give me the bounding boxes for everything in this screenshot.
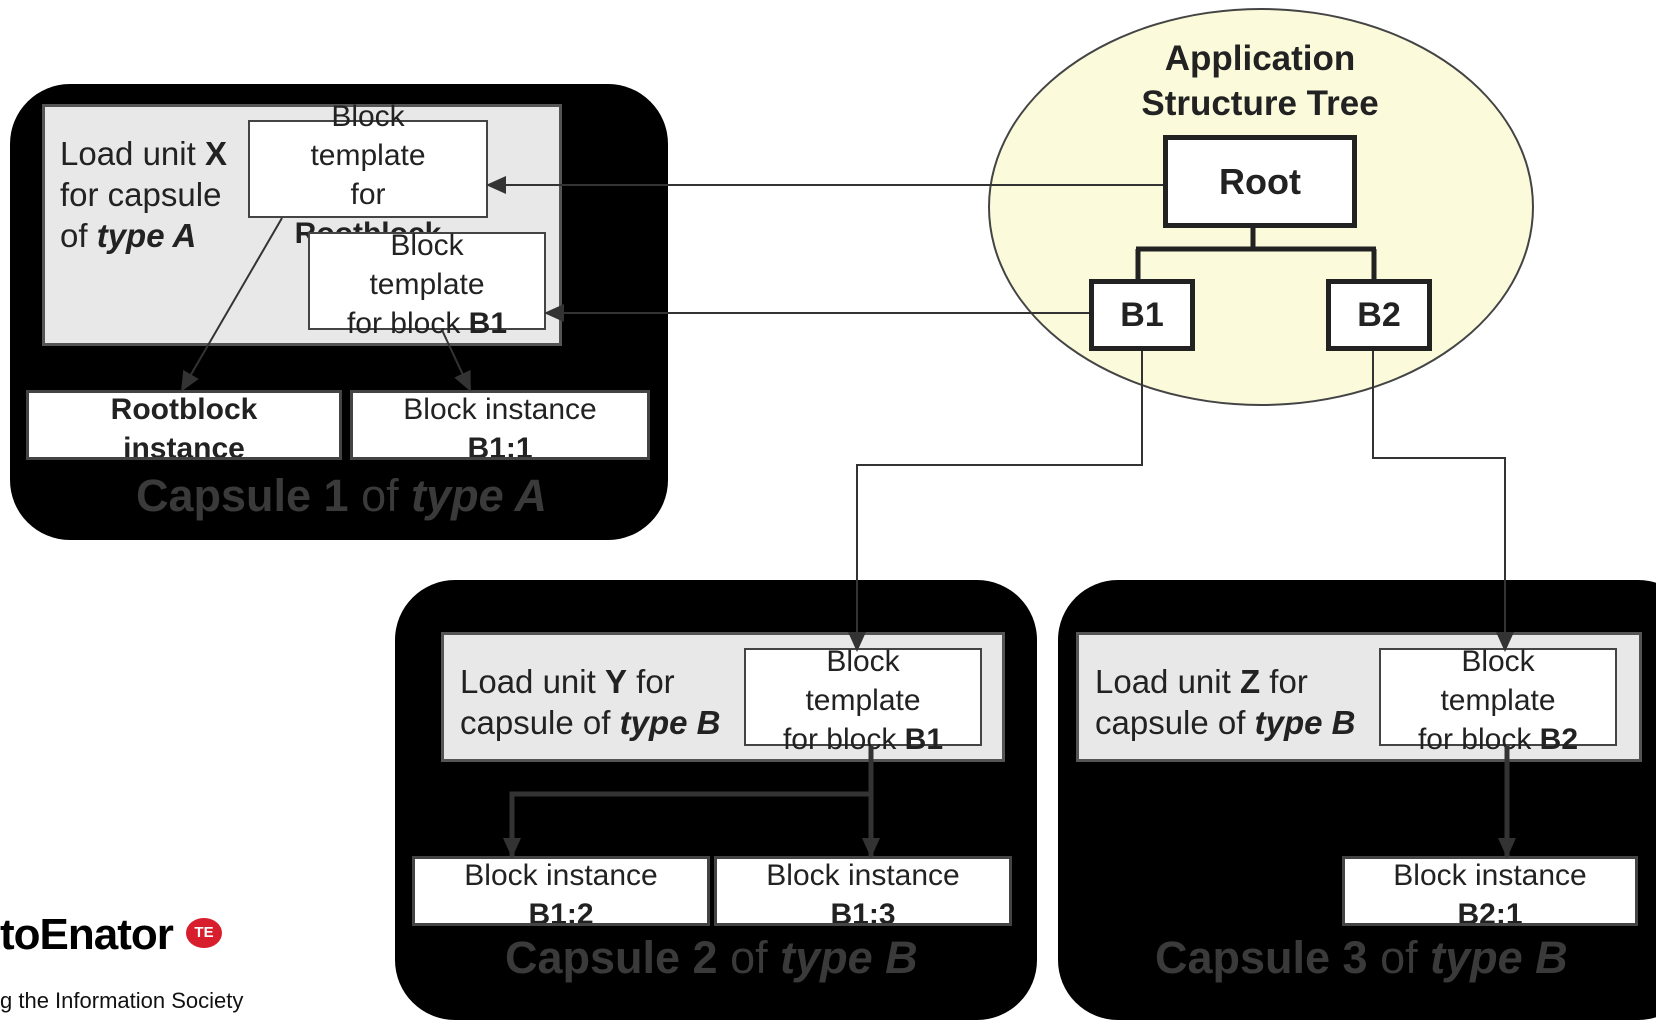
load-unit-x-label: Load unit X for capsule of type A: [60, 135, 227, 254]
tree-node-b1: B1: [1089, 279, 1195, 351]
capsule-2-label: Capsule 2 of type B: [505, 932, 918, 983]
rootblock-template: Block template for Rootblock: [248, 100, 488, 250]
block-instance-b1-1: Block instance B1:1: [350, 390, 650, 460]
capsule-3-label: Capsule 3 of type B: [1155, 932, 1568, 983]
rootblock-instance: Rootblock instance: [26, 390, 342, 460]
load-unit-y-label: Load unit Y for capsule of type B: [460, 663, 721, 741]
tree-node-b2: B2: [1326, 279, 1432, 351]
b1-template-capsule-1: Block template for block B1: [308, 229, 546, 340]
logo-badge-icon: TE: [186, 918, 222, 948]
b1-template-capsule-2: Block template for block B1: [744, 645, 982, 756]
tree-node-root: Root: [1163, 135, 1357, 228]
company-logo: toEnator: [0, 910, 174, 959]
capsule-1-label: Capsule 1 of type A: [136, 470, 547, 521]
block-instance-b2-1: Block instance B2:1: [1342, 856, 1638, 926]
block-instance-b1-3: Block instance B1:3: [714, 856, 1012, 926]
block-instance-b1-2: Block instance B1:2: [412, 856, 710, 926]
ast-title: Application Structure Tree: [1141, 39, 1379, 123]
logo-tagline: g the Information Society: [0, 988, 244, 1013]
b2-template-capsule-3: Block template for block B2: [1379, 645, 1617, 756]
load-unit-z-label: Load unit Z for capsule of type B: [1095, 663, 1356, 741]
